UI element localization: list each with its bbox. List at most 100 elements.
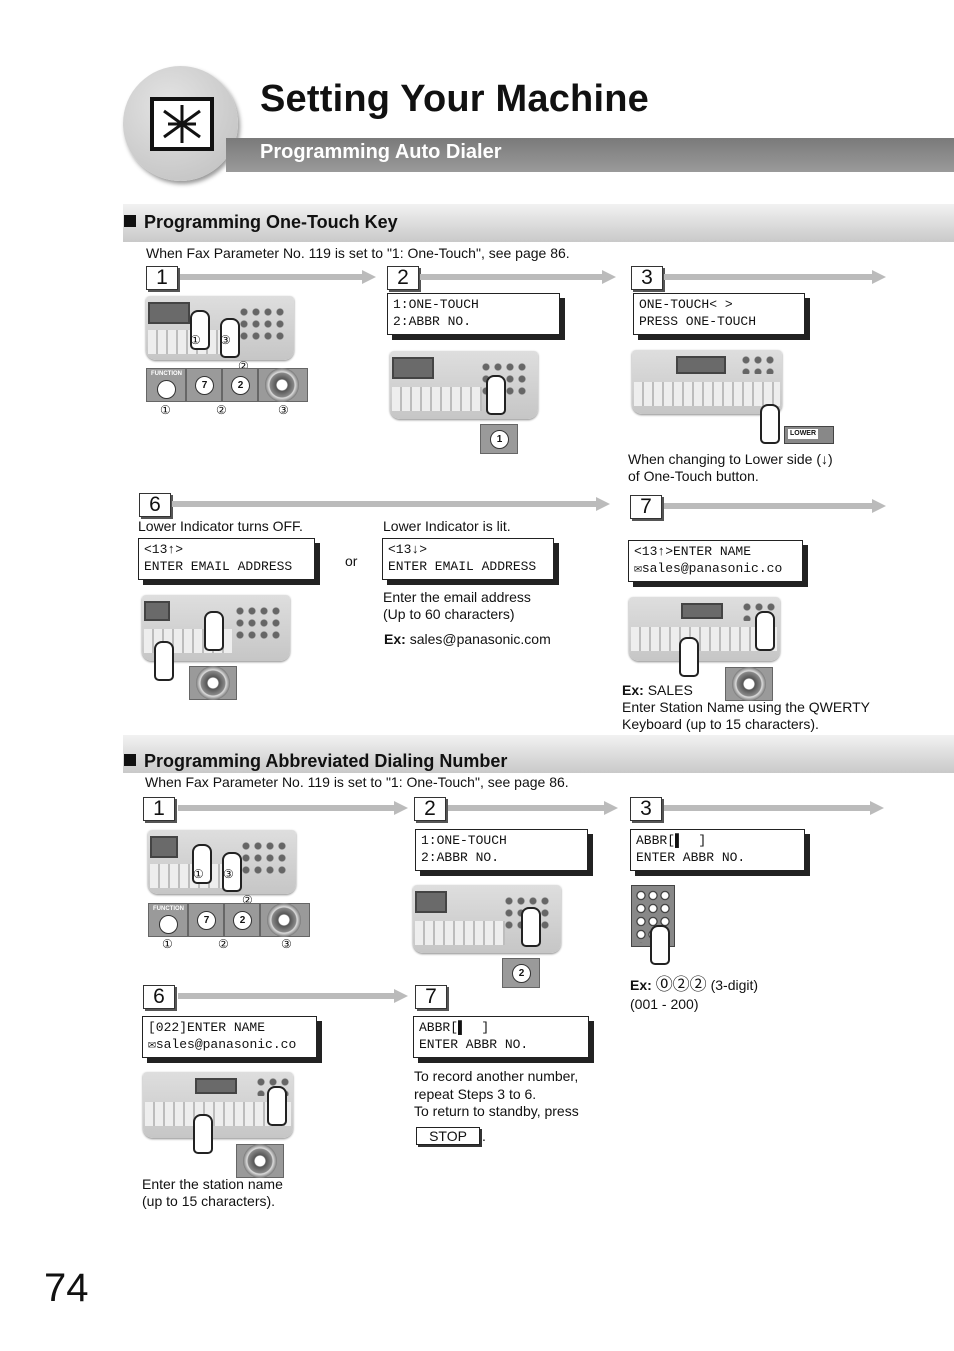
- callout-1: ①: [193, 867, 204, 881]
- bullet-square-icon: [124, 754, 136, 766]
- callout-2: ②: [238, 359, 249, 373]
- fax-panel-illustration: [629, 597, 780, 677]
- lcd-display: 1:ONE-TOUCH 2:ABBR NO.: [415, 829, 588, 871]
- period: .: [482, 1128, 486, 1144]
- station-name-caption: Enter the station name: [142, 1176, 283, 1192]
- subtitle-bar: [226, 138, 954, 172]
- lower-side-caption: When changing to Lower side (↓): [628, 451, 833, 467]
- function-key-box: FUNCTION: [148, 903, 188, 937]
- key-order-1: ①: [160, 403, 171, 417]
- key-1: 1: [490, 430, 509, 449]
- standby-caption: To return to standby, press: [414, 1103, 579, 1119]
- or-text: or: [345, 553, 358, 569]
- callout-1: ①: [190, 333, 201, 347]
- set-key-box: [258, 368, 308, 402]
- pressing-hand-icon: [650, 925, 670, 965]
- key-order-1: ①: [162, 937, 173, 951]
- step-arrow: [180, 270, 376, 284]
- stop-button[interactable]: STOP: [416, 1127, 480, 1145]
- step-number: 3: [631, 266, 663, 290]
- fax-panel-illustration: [143, 1072, 293, 1154]
- callout-2: ②: [242, 893, 253, 907]
- fax-panel-illustration: [146, 296, 294, 360]
- callout-3: ③: [220, 333, 231, 347]
- step-number: 6: [139, 493, 171, 517]
- pressing-hand-icon: [760, 404, 780, 444]
- fax-panel-illustration: [142, 595, 290, 681]
- lcd-display: ONE-TOUCH< > PRESS ONE-TOUCH: [633, 293, 805, 335]
- email-caption: Enter the email address: [383, 589, 531, 605]
- key-2-box: 2: [224, 903, 260, 937]
- station-name-caption-2: (up to 15 characters).: [142, 1193, 276, 1209]
- lower-key-label: LOWER: [788, 429, 818, 439]
- repeat-caption: To record another number,: [414, 1068, 579, 1084]
- key-7: 7: [195, 376, 214, 395]
- function-key: [157, 380, 176, 399]
- step-number: 1: [146, 266, 178, 290]
- station-name-caption-2: Keyboard (up to 15 characters).: [622, 716, 819, 732]
- step-number: 3: [630, 797, 662, 821]
- abbr-number-example: Ex: ⓪②② (3-digit): [630, 975, 759, 994]
- step-arrow: [664, 499, 886, 513]
- section-bar-abbr: [123, 735, 954, 773]
- step-number: 7: [415, 985, 447, 1009]
- set-key-box: [725, 667, 773, 701]
- indicator-off-caption: Lower Indicator turns OFF.: [138, 518, 303, 534]
- section-bar-one-touch: [123, 204, 954, 242]
- lcd-display: [022]ENTER NAME ✉sales@panasonic.co: [142, 1016, 317, 1058]
- section-heading-one-touch: Programming One-Touch Key: [124, 212, 398, 233]
- step-arrow: [420, 270, 616, 284]
- set-key-box: [236, 1144, 284, 1178]
- function-key-label: FUNCTION: [153, 906, 184, 912]
- fax-panel-illustration: [632, 350, 782, 414]
- step-arrow: [448, 801, 618, 815]
- step-number: 6: [143, 985, 175, 1009]
- repeat-caption-2: repeat Steps 3 to 6.: [414, 1086, 537, 1102]
- key-1-box: 1: [480, 424, 518, 454]
- key-2: 2: [512, 964, 531, 983]
- bullet-square-icon: [124, 215, 136, 227]
- key-order-3: ③: [278, 403, 289, 417]
- key-order-2: ②: [216, 403, 227, 417]
- function-key-box: FUNCTION: [146, 368, 186, 402]
- key-2-box: 2: [222, 368, 258, 402]
- lcd-display: ABBR[▌ ] ENTER ABBR NO.: [413, 1016, 589, 1058]
- page-subtitle: Programming Auto Dialer: [260, 141, 502, 163]
- key-7-box: 7: [188, 903, 224, 937]
- step-arrow: [178, 989, 408, 1003]
- navigation-pad-icon: [267, 903, 301, 937]
- navigation-pad-icon: [732, 667, 766, 701]
- navigation-pad-icon: [265, 368, 299, 402]
- key-2-box: 2: [502, 958, 540, 988]
- lower-side-caption-2: of One-Touch button.: [628, 468, 759, 484]
- set-key-box: [189, 666, 237, 700]
- step-arrow: [664, 270, 886, 284]
- key-2: 2: [231, 376, 250, 395]
- abbr-number-range: (001 - 200): [630, 996, 699, 1012]
- email-caption-2: (Up to 60 characters): [383, 606, 515, 622]
- navigation-pad-icon: [196, 666, 230, 700]
- step-arrow: [178, 801, 408, 815]
- fax-panel-illustration: [148, 830, 296, 894]
- step-arrow: [172, 497, 610, 511]
- key-order-3: ③: [281, 937, 292, 951]
- lcd-display: <13↑> ENTER EMAIL ADDRESS: [138, 538, 315, 580]
- lcd-display: ABBR[▌ ] ENTER ABBR NO.: [630, 829, 805, 871]
- section-heading-abbr: Programming Abbreviated Dialing Number: [124, 751, 507, 772]
- lower-key-illustration: LOWER: [784, 426, 834, 444]
- step-number: 7: [630, 495, 662, 519]
- station-name-example: Ex: SALES: [622, 682, 693, 698]
- one-touch-note: When Fax Parameter No. 119 is set to "1:…: [146, 245, 570, 261]
- station-name-caption: Enter Station Name using the QWERTY: [622, 699, 870, 715]
- key-7-box: 7: [186, 368, 222, 402]
- key-2: 2: [233, 911, 252, 930]
- fax-panel-illustration: [413, 885, 561, 953]
- setup-icon: [150, 97, 214, 151]
- callout-3: ③: [223, 867, 234, 881]
- page-number: 74: [44, 1266, 89, 1310]
- step-arrow: [664, 801, 884, 815]
- lcd-display: <13↑>ENTER NAME ✉sales@panasonic.co: [628, 540, 803, 582]
- function-key-label: FUNCTION: [151, 371, 182, 377]
- navigation-pad-icon: [243, 1144, 277, 1178]
- lcd-display: 1:ONE-TOUCH 2:ABBR NO.: [387, 293, 560, 335]
